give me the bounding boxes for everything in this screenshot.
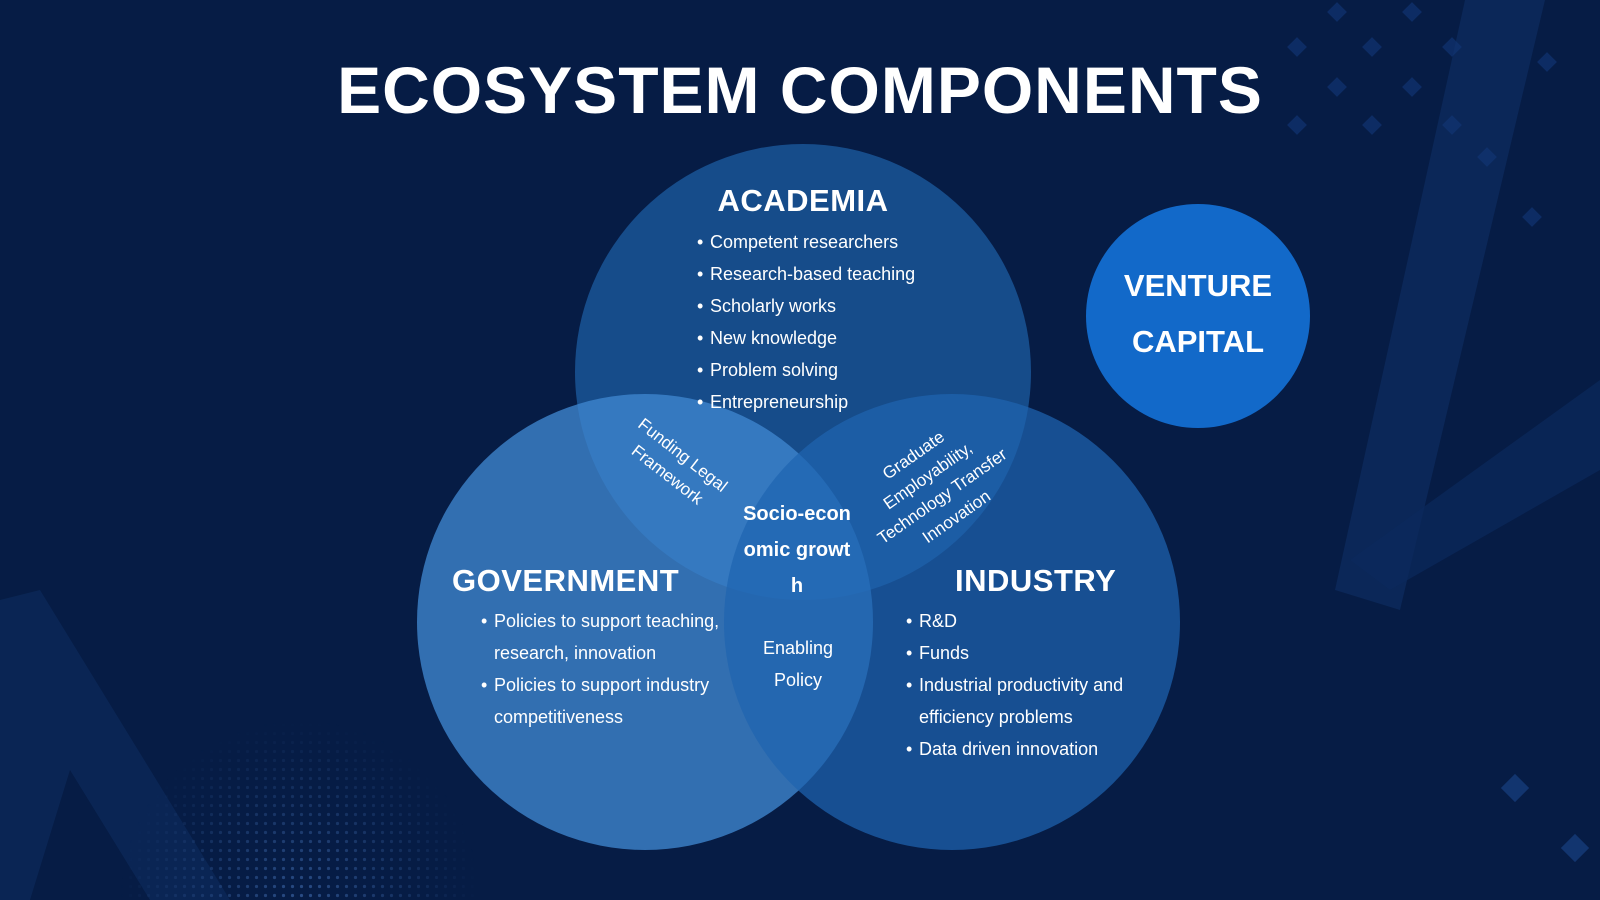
center-policy-label: Enabling Policy: [762, 638, 834, 690]
list-item: R&D: [906, 605, 1146, 637]
list-item: Funds: [906, 637, 1146, 669]
list-item: Scholarly works: [697, 290, 957, 322]
bg-dot-pattern: [110, 720, 490, 900]
bg-stripe-right-lower: [1350, 380, 1600, 590]
list-item: Entrepreneurship: [697, 386, 957, 418]
list-item: Problem solving: [697, 354, 957, 386]
bg-diamond: [1560, 833, 1590, 863]
list-item: New knowledge: [697, 322, 957, 354]
academia-list: Competent researchers Research-based tea…: [697, 226, 957, 418]
list-item: Data driven innovation: [906, 733, 1146, 765]
bg-diamond-grid: [1287, 2, 1557, 227]
industry-heading: INDUSTRY: [955, 563, 1117, 598]
venture-capital-label: VENTURE CAPITAL: [1123, 268, 1273, 359]
list-item: Policies to support teaching, research, …: [481, 605, 731, 669]
government-heading: GOVERNMENT: [452, 563, 680, 598]
list-item: Competent researchers: [697, 226, 957, 258]
industry-list: R&D Funds Industrial productivity and ef…: [906, 605, 1146, 765]
list-item: Industrial productivity and efficiency p…: [906, 669, 1146, 733]
bg-stripe-right: [1335, 0, 1545, 610]
bg-diamond: [1500, 773, 1530, 803]
list-item: Research-based teaching: [697, 258, 957, 290]
academia-heading: ACADEMIA: [717, 183, 889, 218]
page-title: ECOSYSTEM COMPONENTS: [337, 53, 1263, 127]
list-item: Policies to support industry competitive…: [481, 669, 731, 733]
venture-capital-circle: [1086, 204, 1310, 428]
center-growth-label: Socio-economic growth: [743, 503, 851, 597]
government-list: Policies to support teaching, research, …: [481, 605, 731, 733]
